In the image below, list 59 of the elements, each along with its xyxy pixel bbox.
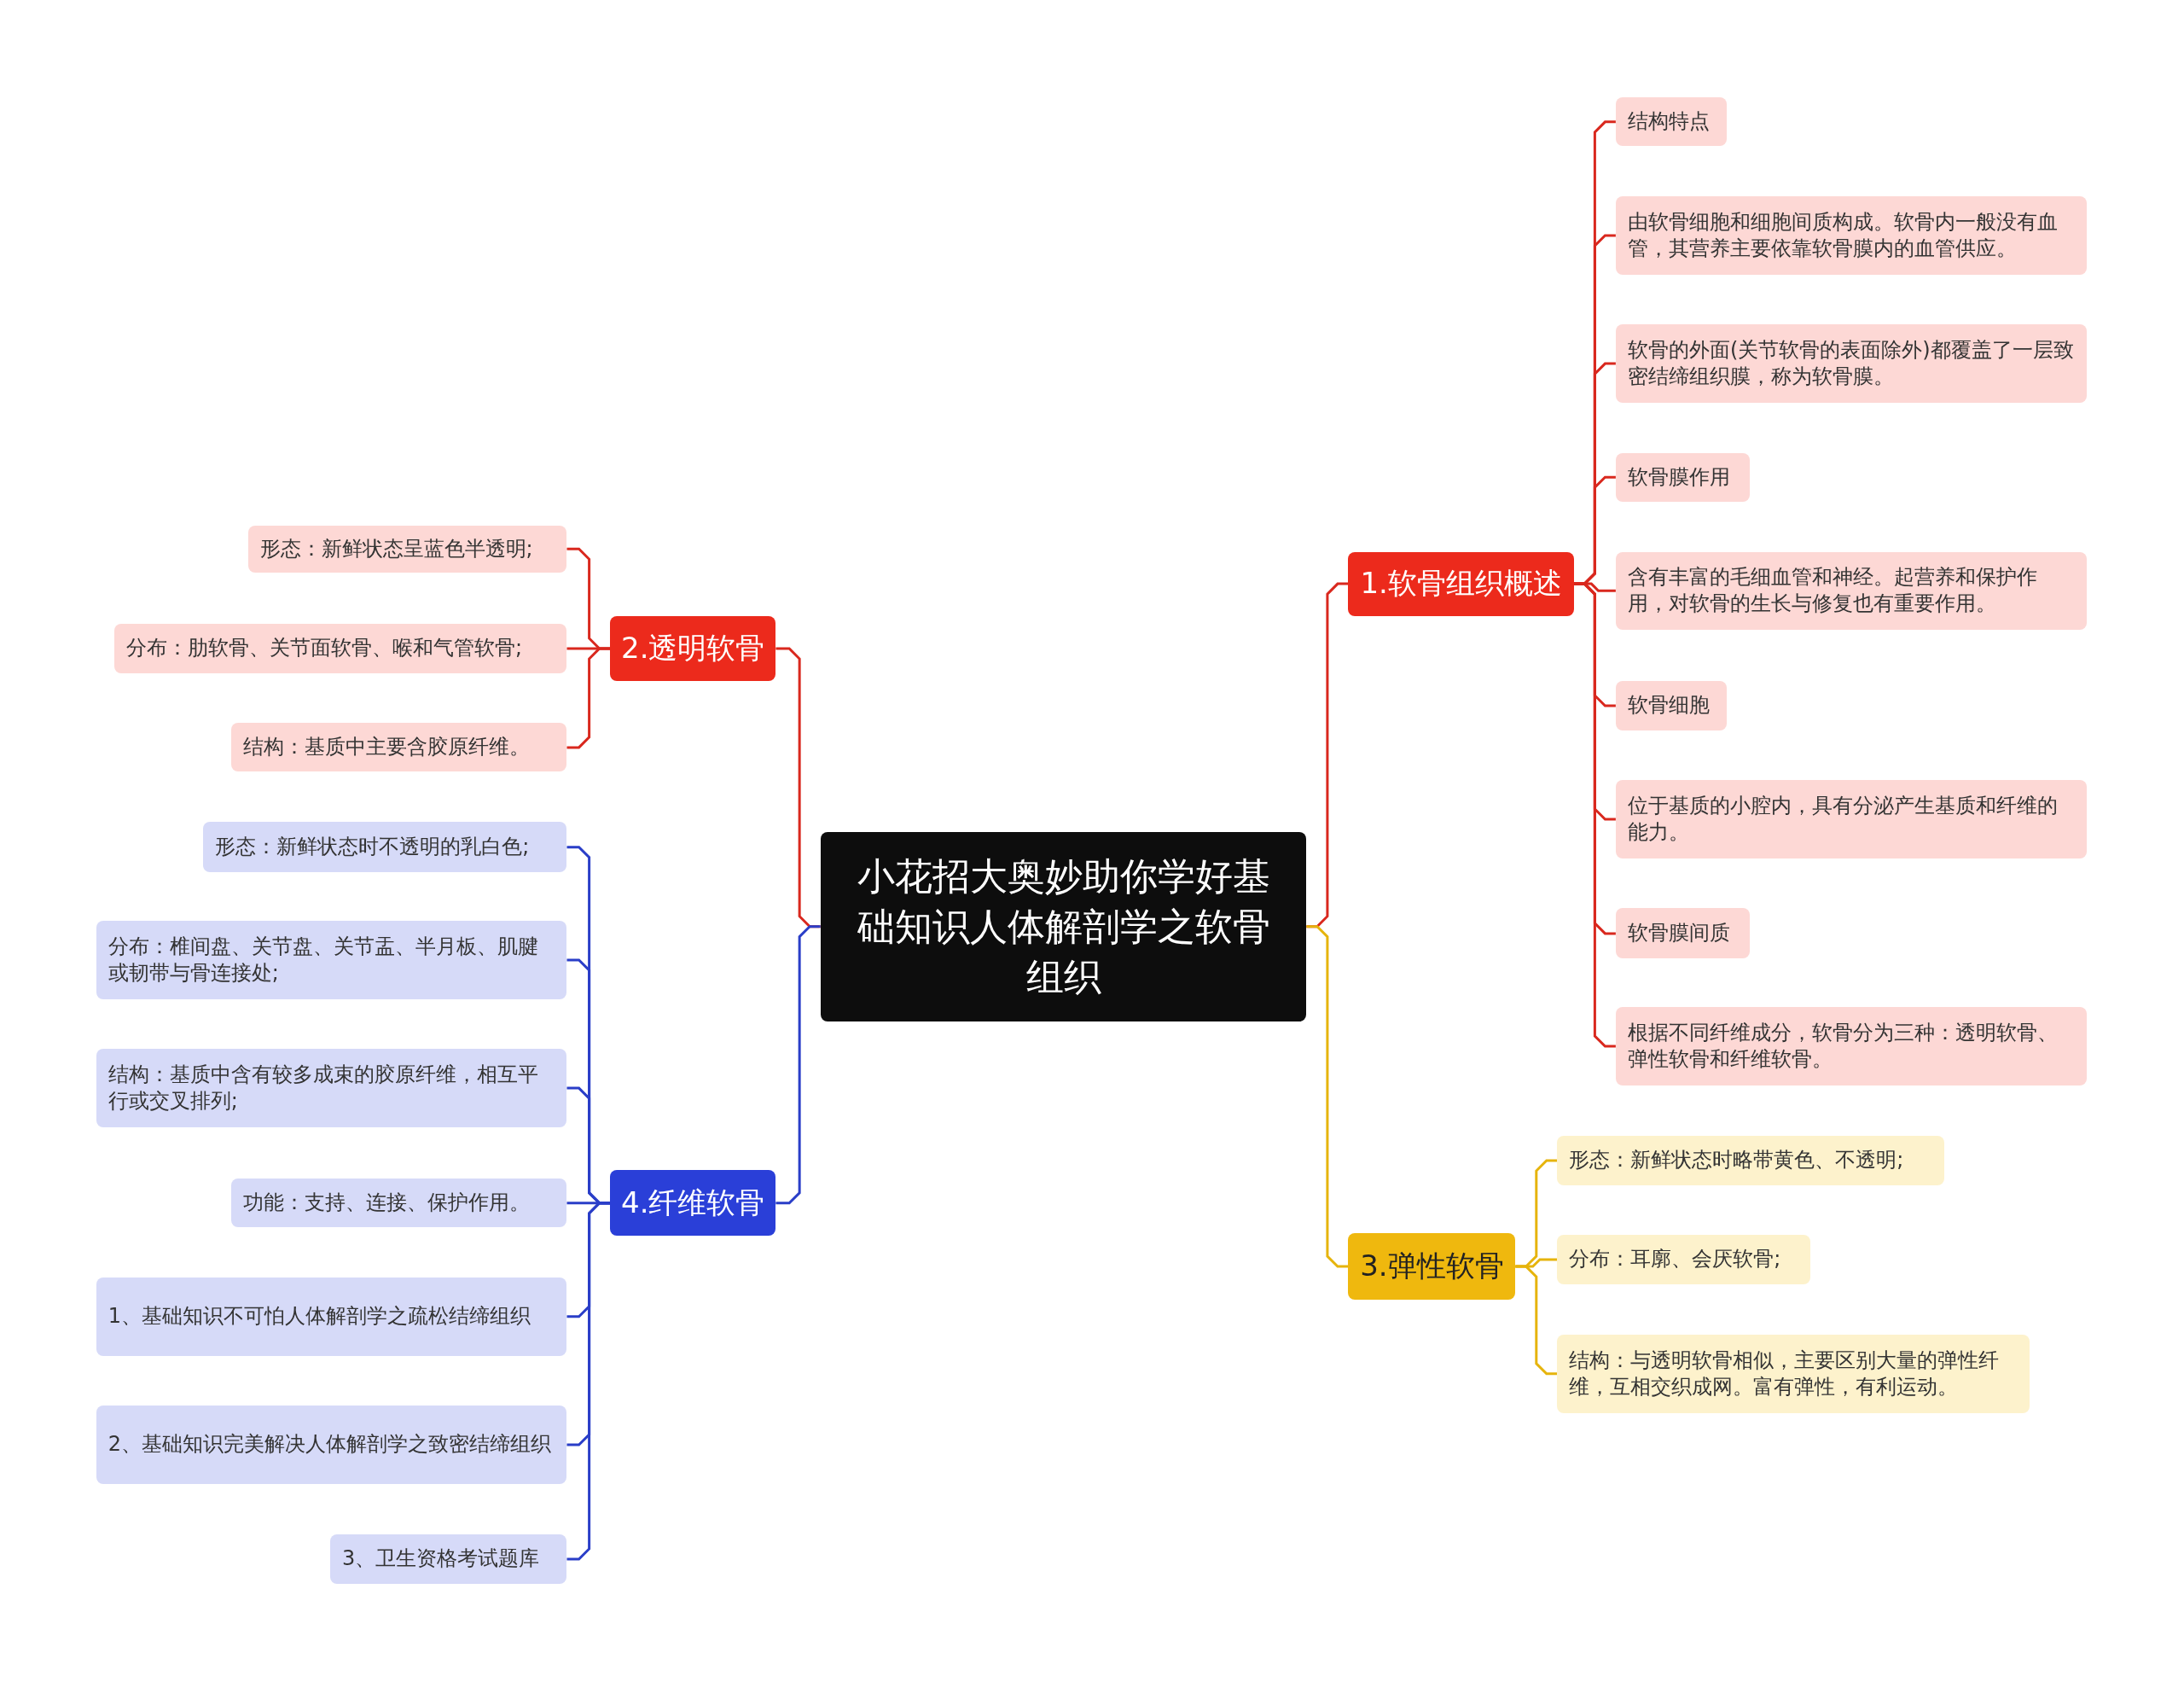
subtopic-text: 2、基础知识完美解决人体解剖学之致密结缔组织 <box>107 1431 551 1458</box>
subtopic-box <box>1615 196 2087 275</box>
subtopic-text: 结构特点 <box>1627 108 1710 136</box>
subtopic-text: 结构：与透明软骨相似，主要区别大量的弹性纤维，互相交织成网。富有弹性，有利运动。 <box>1569 1347 2001 1400</box>
subtopic-box <box>1615 452 1750 502</box>
subtopic-text: 结构：基质中主要含胶原纤维。 <box>243 734 530 761</box>
subtopic-text: 软骨细胞 <box>1627 692 1710 719</box>
subtopic-text: 软骨膜间质 <box>1627 920 1730 947</box>
subtopic-box <box>1557 1234 1811 1285</box>
branch-topic-text: 1.软骨组织概述 <box>1360 565 1562 602</box>
subtopic-text: 1、基础知识不可怕人体解剖学之疏松结缔组织 <box>107 1303 531 1330</box>
subtopic-box <box>1557 1135 1945 1186</box>
subtopic-box <box>113 624 567 673</box>
branch-topic-text: 3.弹性软骨 <box>1360 1248 1504 1285</box>
subtopic-text: 分布：肋软骨、关节面软骨、喉和气管软骨; <box>125 635 522 662</box>
subtopic-box <box>247 525 567 573</box>
central-topic-text: 小花招大奥妙助你学好基础知识人体解剖学之软骨组织 <box>856 853 1271 1001</box>
subtopic-text: 形态：新鲜状态时略带黄色、不透明; <box>1569 1147 1904 1174</box>
subtopic-box <box>96 1049 567 1127</box>
subtopic-box <box>1615 324 2087 403</box>
connector-line <box>566 647 611 749</box>
subtopic-text: 分布：椎间盘、关节盘、关节盂、半月板、肌腱或韧带与骨连接处; <box>107 933 539 987</box>
subtopic-text: 功能：支持、连接、保护作用。 <box>243 1190 530 1217</box>
connector-line <box>775 925 821 1205</box>
subtopic-box <box>231 723 567 772</box>
subtopic-text: 分布：耳廓、会厌软骨; <box>1569 1246 1781 1273</box>
subtopic-text: 位于基质的小腔内，具有分泌产生基质和纤维的能力。 <box>1627 792 2059 846</box>
branch-topic-box <box>610 615 776 682</box>
subtopic-text: 软骨的外面(关节软骨的表面除外)都覆盖了一层致密结缔组织膜，称为软骨膜。 <box>1627 336 2075 391</box>
subtopic-text: 形态：新鲜状态呈蓝色半透明; <box>259 535 533 562</box>
subtopic-box <box>1615 551 2087 630</box>
subtopic-text: 结构：基质中含有较多成束的胶原纤维，相互平行或交叉排列; <box>107 1061 539 1115</box>
branch-topic-box <box>1348 551 1574 616</box>
central-topic-box <box>820 831 1307 1021</box>
subtopic-box <box>1557 1335 2030 1413</box>
subtopic-box <box>1615 908 1750 959</box>
subtopic-text: 软骨膜作用 <box>1627 463 1730 491</box>
subtopic-box <box>1615 681 1728 730</box>
connector-line <box>566 1202 611 1561</box>
subtopic-text: 形态：新鲜状态时不透明的乳白色; <box>215 834 530 861</box>
subtopic-box <box>1615 780 2087 858</box>
branch-topic-box <box>610 1170 776 1237</box>
subtopic-box <box>231 1179 567 1228</box>
branch-topic-text: 2.透明软骨 <box>621 630 765 667</box>
connector-line <box>1306 925 1349 1268</box>
branch-topic-box <box>1348 1232 1516 1301</box>
subtopic-text: 由软骨细胞和细胞间质构成。软骨内一般没有血管，其营养主要依靠软骨膜内的血管供应。 <box>1627 208 2059 262</box>
subtopic-box <box>1615 97 1728 147</box>
subtopic-text: 3、卫生资格考试题库 <box>341 1545 540 1573</box>
subtopic-box <box>96 1406 567 1484</box>
branch-topic-text: 4.纤维软骨 <box>621 1184 765 1221</box>
subtopic-box <box>329 1534 567 1585</box>
subtopic-text: 根据不同纤维成分，软骨分为三种：透明软骨、弹性软骨和纤维软骨。 <box>1627 1019 2059 1074</box>
subtopic-text: 含有丰富的毛细血管和神经。起营养和保护作用，对软骨的生长与修复也有重要作用。 <box>1627 564 2038 618</box>
subtopic-box <box>203 822 567 872</box>
connector-line <box>1515 1265 1558 1376</box>
subtopic-box <box>1615 1007 2087 1085</box>
subtopic-box <box>96 1278 567 1356</box>
subtopic-box <box>96 921 567 999</box>
